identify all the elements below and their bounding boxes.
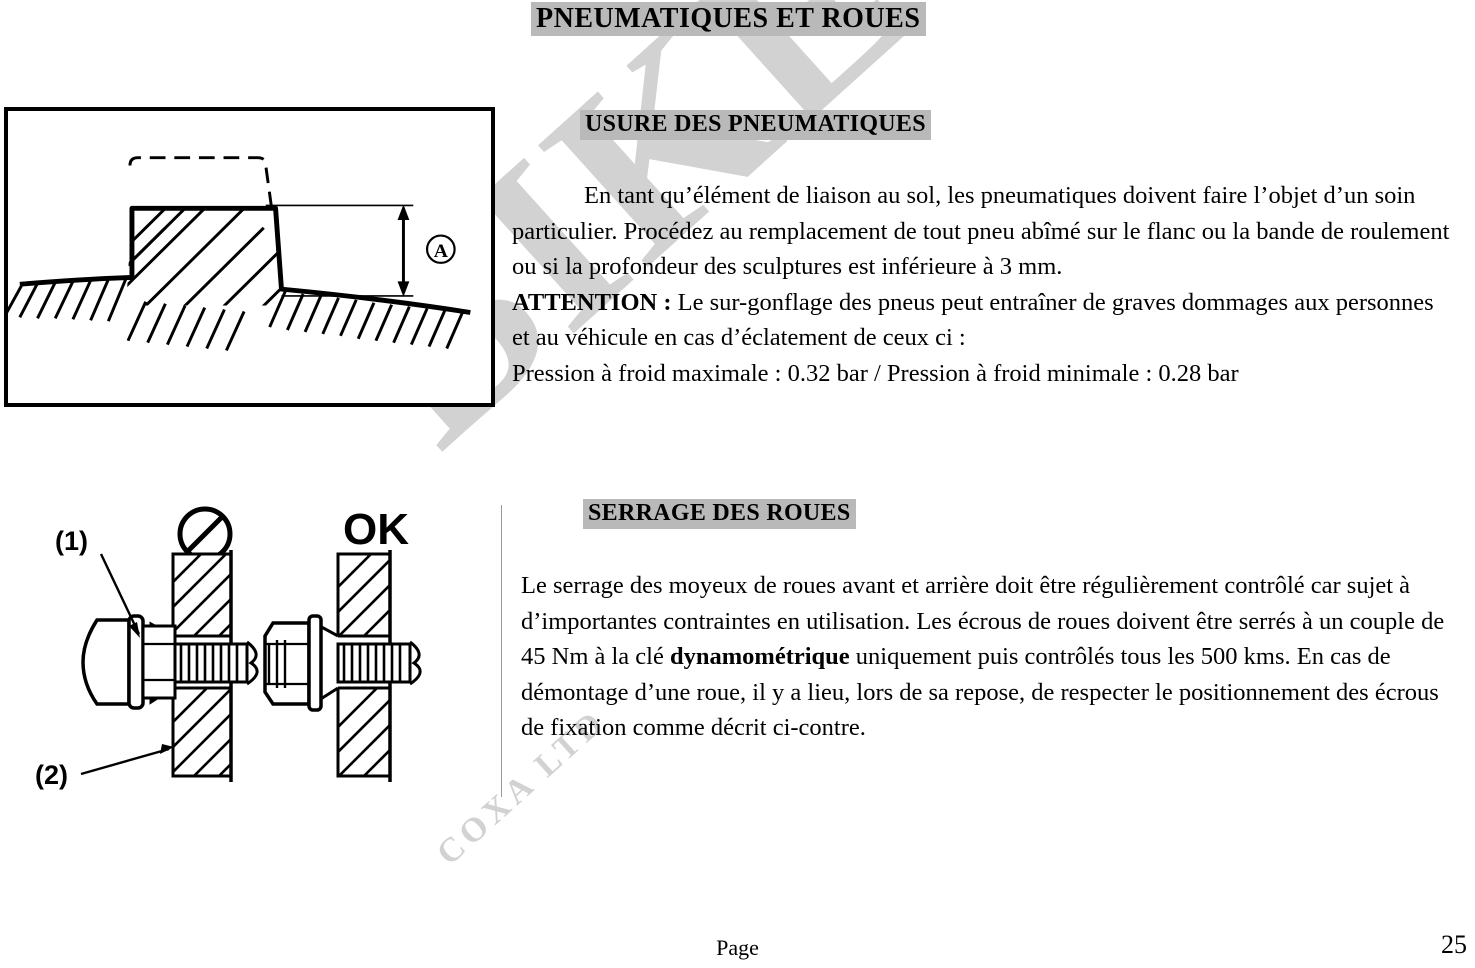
wheel-nut-figure: (1) (2) OK	[33, 492, 483, 812]
callout-1-label: (1)	[55, 526, 88, 556]
tire-wear-lead-text: En tant qu’élément de liaison au sol, le…	[512, 182, 1450, 280]
hub-plate-right	[336, 550, 392, 782]
original-tread-dashed-outline	[128, 156, 274, 209]
threaded-stud-right	[336, 640, 422, 686]
tread-block-hatching	[126, 208, 282, 306]
callout-a-badge: A	[425, 234, 456, 264]
dimension-extension-lines	[265, 204, 414, 297]
wheel-nut-left	[81, 614, 177, 710]
tire-wear-figure: A	[4, 107, 495, 407]
footer-page-number: 25	[1441, 930, 1467, 959]
section-heading-tire-wear: USURE DES PNEUMATIQUES	[580, 110, 931, 141]
prohibited-icon	[177, 506, 233, 562]
callout-2-leader	[80, 744, 174, 776]
section-heading-wheel-torque: SERRAGE DES ROUES	[583, 499, 856, 530]
section-divider-line	[501, 505, 502, 797]
arrow-head-down	[397, 281, 410, 297]
tire-pressure-line: Pression à froid maximale : 0.32 bar / P…	[512, 359, 1239, 387]
wheel-torque-text-part1: Le serrage des moyeux de roues avant et …	[521, 572, 1445, 670]
ok-label: OK	[343, 505, 409, 554]
tire-wear-paragraph: En tant qu’élément de liaison au sol, le…	[512, 178, 1457, 391]
dynamometric-term: dynamométrique	[670, 643, 850, 670]
tire-wear-drawing: A	[8, 156, 471, 352]
wheel-nut-right	[263, 614, 323, 712]
callout-a-text: A	[434, 241, 448, 262]
wheel-torque-paragraph: Le serrage des moyeux de roues avant et …	[521, 568, 1461, 746]
page-title: PNEUMATIQUES ET ROUES	[531, 2, 927, 37]
hub-plate-left	[171, 550, 233, 782]
wheel-torque-text-part2: uniquement puis contrôlés tous les 500 k…	[521, 643, 1439, 741]
callout-2-label: (2)	[35, 760, 68, 790]
attention-label: ATTENTION :	[512, 288, 672, 316]
tread-profile-outline	[19, 205, 471, 315]
wheel-nut-drawing: (1) (2) OK	[35, 505, 422, 790]
callout-1-leader	[99, 553, 141, 638]
footer-page-label: Page	[716, 935, 759, 960]
ground-hatching	[8, 277, 464, 352]
threaded-stud-left	[173, 640, 259, 686]
attention-text: Le sur-gonflage des pneus peut entraîner…	[512, 288, 1434, 352]
arrow-head-up	[397, 204, 410, 221]
